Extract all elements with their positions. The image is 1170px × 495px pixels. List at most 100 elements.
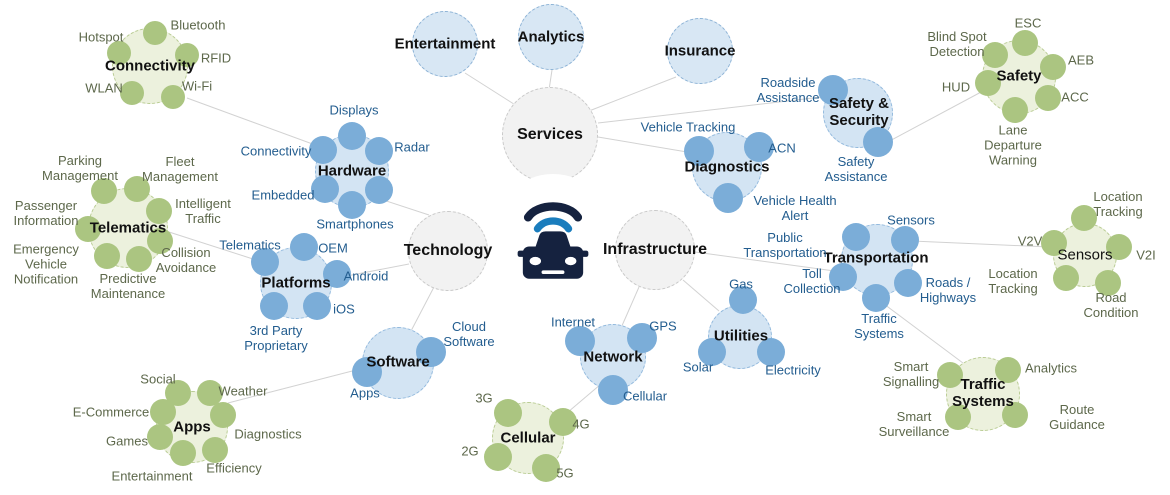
transportation-title: Transportation <box>823 249 929 267</box>
connectivity-item-label: WLAN <box>85 80 123 96</box>
transportation-satellite <box>842 223 870 251</box>
hardware-satellite <box>365 137 393 165</box>
connector-line <box>186 97 319 147</box>
hardware-satellite <box>365 176 393 204</box>
safety-item-label: ACC <box>1061 89 1089 105</box>
platforms-item-label: iOS <box>333 301 355 317</box>
hardware-item-label: Embedded <box>251 187 315 203</box>
sensors-item-label: Location Tracking <box>1093 189 1143 219</box>
apps-item-label: E-Commerce <box>72 404 150 420</box>
connector-line <box>682 279 720 312</box>
hardware-item-label: Connectivity <box>240 143 312 159</box>
car-icon <box>517 231 589 279</box>
sensors-item-label: V2I <box>1136 247 1156 263</box>
software-item-label: Apps <box>350 385 380 401</box>
telematics-item-label: Parking Management <box>42 153 118 183</box>
cellular-satellite <box>532 454 560 482</box>
software-title: Software <box>366 353 430 371</box>
node-circle-analytics <box>518 4 584 70</box>
safety-security-satellite <box>863 127 893 157</box>
hardware-title: Hardware <box>317 162 387 180</box>
node-label-entertainment: Entertainment <box>394 35 496 53</box>
node-label-analytics: Analytics <box>517 28 585 46</box>
connector-line <box>588 76 677 112</box>
hardware-satellite <box>338 191 366 219</box>
telematics-satellite <box>126 246 152 272</box>
platforms-item-label: 3rd Party Proprietary <box>244 323 308 353</box>
apps-satellite <box>197 380 223 406</box>
traffic-systems-satellite <box>995 357 1021 383</box>
traffic-systems-item-label: Smart Signalling <box>882 359 940 389</box>
central-hub <box>493 174 613 294</box>
platforms-satellite <box>251 248 279 276</box>
safety-security-satellite <box>818 75 848 105</box>
sensors-item-label: Location Tracking <box>988 266 1038 296</box>
telematics-satellite <box>124 176 150 202</box>
diagnostics-satellite <box>684 136 714 166</box>
transportation-item-label: Sensors <box>887 212 935 228</box>
network-item-label: Internet <box>550 314 596 330</box>
apps-item-label: Weather <box>218 383 268 399</box>
network-item-label: GPS <box>649 318 677 334</box>
safety-satellite <box>1012 30 1038 56</box>
connector-line <box>548 69 553 91</box>
connector-line <box>879 300 972 370</box>
telematics-item-label: Collision Avoidance <box>155 245 217 275</box>
connectivity-item-label: Bluetooth <box>170 17 226 33</box>
platforms-satellite <box>290 233 318 261</box>
cellular-item-label: 2G <box>461 443 479 459</box>
safety-item-label: AEB <box>1067 52 1095 68</box>
connectivity-satellite <box>107 41 131 65</box>
connector-line <box>464 72 518 107</box>
traffic-systems-item-label: Analytics <box>1024 360 1078 376</box>
apps-satellite <box>202 437 228 463</box>
telematics-satellite <box>91 178 117 204</box>
traffic-systems-title: Traffic Systems <box>952 376 1014 410</box>
telematics-satellite <box>147 228 173 254</box>
sensors-satellite <box>1071 205 1097 231</box>
diagnostics-item-label: Vehicle Tracking <box>640 119 736 135</box>
connector-line <box>597 136 694 154</box>
telematics-satellite <box>146 198 172 224</box>
sensors-item-label: Road Condition <box>1083 290 1139 320</box>
safety-satellite <box>982 42 1008 68</box>
sensors-satellite <box>1106 234 1132 260</box>
connector-line <box>597 96 823 124</box>
connected-car-icon <box>517 202 589 279</box>
utilities-satellite <box>729 286 757 314</box>
safety-item-label: Lane Departure Warning <box>984 122 1042 168</box>
platforms-satellite <box>260 292 288 320</box>
traffic-systems-satellite <box>937 362 963 388</box>
diagnostics-item-label: Vehicle Health Alert <box>753 193 837 223</box>
safety-satellite <box>1040 54 1066 80</box>
transportation-item-label: Public Transportation <box>743 230 827 260</box>
apps-satellite <box>150 399 176 425</box>
telematics-title: Telematics <box>89 219 167 237</box>
utilities-title: Utilities <box>713 327 769 345</box>
connector-line <box>620 286 640 329</box>
utilities-item-label: Solar <box>682 359 714 375</box>
utilities-satellite <box>698 338 726 366</box>
traffic-systems-satellite <box>945 404 971 430</box>
utilities-item-label: Gas <box>729 276 753 292</box>
connector-line <box>694 251 843 273</box>
connectivity-item-label: Wi-Fi <box>181 78 213 94</box>
connector-line <box>883 90 984 145</box>
connector-line <box>168 231 254 260</box>
node-circle-insurance <box>667 18 733 84</box>
connectivity-satellite <box>143 21 167 45</box>
hub-label-services: Services <box>517 126 583 143</box>
cellular-item-label: 3G <box>475 390 493 406</box>
cellular-title: Cellular <box>500 429 556 447</box>
network-satellite <box>598 375 628 405</box>
utilities-satellite <box>757 338 785 366</box>
node-circle-entertainment <box>412 11 478 77</box>
cellular-item-label: 4G <box>572 416 590 432</box>
cellular-satellite <box>484 443 512 471</box>
network-satellite <box>627 323 657 353</box>
apps-item-label: Social <box>140 371 176 387</box>
safety-item-label: Blind Spot Detection <box>927 29 987 59</box>
apps-item-label: Efficiency <box>206 460 262 476</box>
